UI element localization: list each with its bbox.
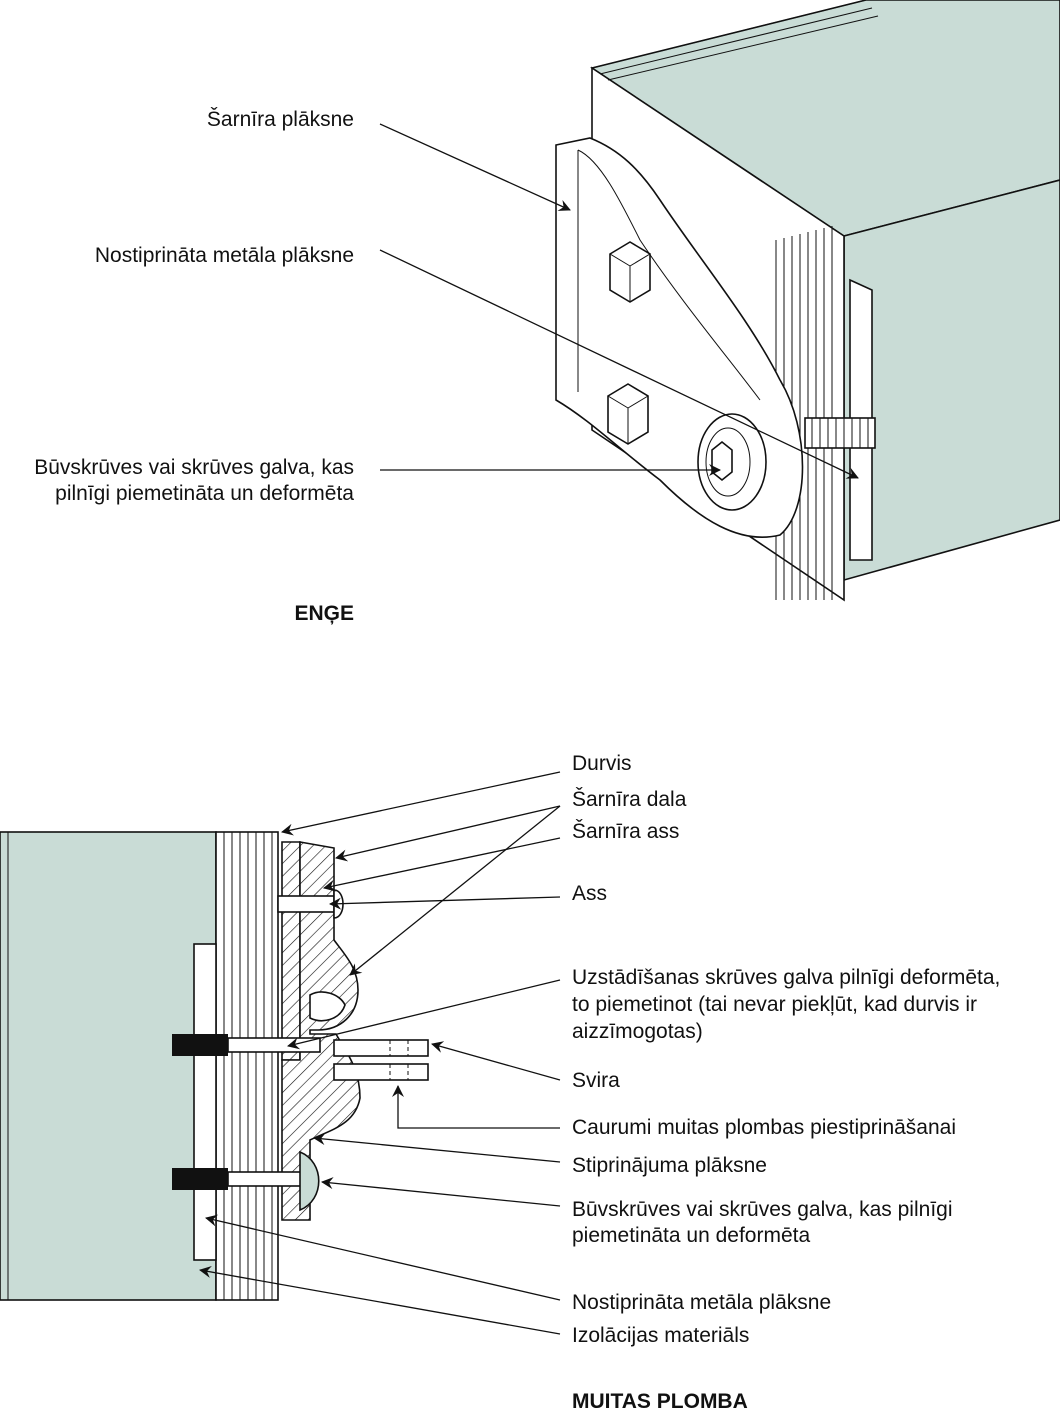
seal-leaders xyxy=(199,771,561,1335)
label-bolt-head-1: Būvskrūves vai skrūves galva, kas pilnīg… xyxy=(572,1198,953,1221)
title-seal: MUITAS PLOMBA xyxy=(572,1390,748,1413)
leader-bolt-head xyxy=(321,1177,561,1207)
label-lever: Svira xyxy=(572,1069,620,1092)
hinge-leaders xyxy=(379,123,859,479)
leader-hinge-plate xyxy=(379,123,571,211)
label-metal-plate: Nostiprināta metāla plāksne xyxy=(572,1291,831,1314)
welded-screw-head xyxy=(299,1150,320,1212)
welded-bolt-head xyxy=(697,413,767,511)
label-hinge-axis: Šarnīra ass xyxy=(572,820,679,843)
title-hinge: ENĢE xyxy=(294,602,354,625)
lever-shape xyxy=(333,1039,429,1081)
leader-axis xyxy=(329,896,561,910)
hinge-leaf-left xyxy=(281,841,301,1061)
door-side-face xyxy=(843,179,1060,582)
label-mount-screw-3: aizzīmogotas) xyxy=(572,1020,703,1043)
leader-hinge-part-b xyxy=(349,805,561,976)
leader-hinge-axis xyxy=(323,837,561,892)
label-hinge-part: Šarnīra dala xyxy=(572,788,687,811)
label-bolt-head-2: pilnīgi piemetināta un deformēta xyxy=(55,482,354,505)
mount-screw-upper xyxy=(172,1034,321,1056)
hex-bolt-lower xyxy=(607,383,649,445)
threaded-shaft xyxy=(804,417,876,449)
leader-metal-plate xyxy=(379,249,859,479)
label-hinge-plate: Šarnīra plāksne xyxy=(207,108,354,131)
seal-illustration xyxy=(0,831,429,1301)
hinge-cavity xyxy=(309,991,346,1022)
label-bolt-head-2: piemetināta un deformēta xyxy=(572,1224,810,1247)
label-fixing-plate: Stiprinājuma plāksne xyxy=(572,1154,767,1177)
label-axis: Ass xyxy=(572,882,607,905)
mount-screw-lower xyxy=(172,1150,320,1212)
leader-insulation xyxy=(199,1266,561,1335)
insulation-panel xyxy=(0,831,217,1301)
hinge-illustration xyxy=(555,0,1060,602)
label-mount-screw-1: Uzstādīšanas skrūves galva pilnīgi defor… xyxy=(572,966,1000,989)
label-bolt-head-1: Būvskrūves vai skrūves galva, kas xyxy=(34,456,354,479)
hex-bolt-upper xyxy=(609,241,651,303)
label-seal-holes: Caurumi muitas plombas piestiprināšanai xyxy=(572,1116,956,1139)
label-metal-plate: Nostiprināta metāla plāksne xyxy=(95,244,354,267)
label-door: Durvis xyxy=(572,752,632,775)
door-layers xyxy=(215,831,279,1301)
leader-metal-plate xyxy=(205,1214,561,1301)
inner-metal-plate xyxy=(193,943,217,1261)
leader-seal-holes xyxy=(392,1085,560,1129)
leader-lever xyxy=(431,1041,561,1081)
leader-hinge-part-a xyxy=(335,805,561,862)
leader-door xyxy=(281,771,561,836)
leader-mount-screw xyxy=(287,979,561,1050)
label-mount-screw-2: to piemetinot (tai nevar piekļūt, kad du… xyxy=(572,993,977,1016)
axle-shaft xyxy=(277,895,335,913)
seal-labels: Durvis Šarnīra dala Šarnīra ass Ass Uzst… xyxy=(572,752,1000,1413)
hinge-labels: Šarnīra plāksne Nostiprināta metāla plāk… xyxy=(34,108,354,625)
label-insulation: Izolācijas materiāls xyxy=(572,1324,749,1347)
leader-fixing-plate xyxy=(313,1133,561,1163)
